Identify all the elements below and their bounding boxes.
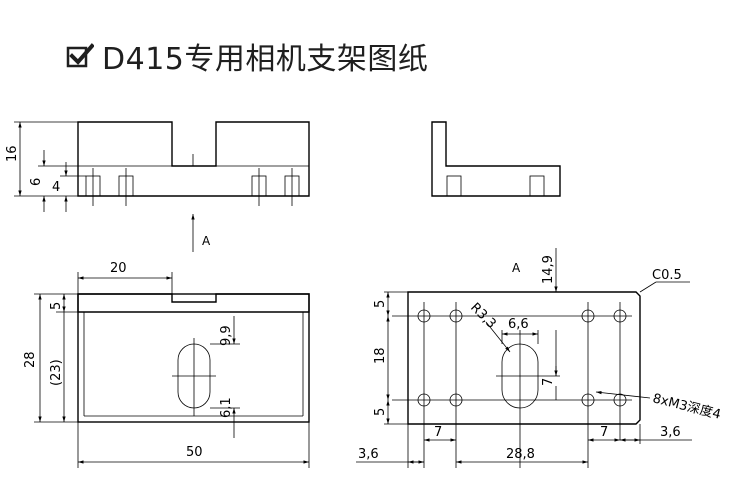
chamfer-label: C0.5: [652, 268, 682, 283]
page-title: D415专用相机支架图纸: [102, 42, 429, 77]
top-view: 20 5 28 (23) 9,9 6,1 50: [23, 261, 310, 468]
dim-slot-lower: 6,1: [219, 397, 234, 418]
dim-top-left-5: 5: [49, 302, 64, 310]
dim-top-offset: 14,9: [541, 255, 556, 284]
header: D415专用相机支架图纸: [66, 34, 428, 78]
dim-edge-right: 3,6: [660, 425, 681, 440]
checkbox-icon: [66, 42, 95, 70]
section-arrow: A: [191, 154, 211, 252]
dim-bottom-left-5b: 5: [373, 408, 388, 416]
front-view: 16 6 4: [5, 121, 310, 212]
dim-edge-left: 3,6: [358, 447, 379, 462]
dim-bottom-left-18: 18: [373, 347, 388, 364]
dim-slot-inner: 7: [541, 378, 556, 386]
view-label-a: A: [512, 261, 521, 275]
bottom-view: 5 18 5 A 14,9 C0.5 R3,3 6,6 7 8xM3深度4 7 …: [356, 248, 723, 468]
dim-slot-width: 6,6: [508, 317, 529, 332]
side-view: [431, 121, 561, 197]
dim-bottom-50: 50: [186, 445, 203, 460]
dim-bottom-left-5a: 5: [373, 300, 388, 308]
dim-top-width-20: 20: [110, 261, 127, 276]
section-label-a: A: [202, 234, 211, 248]
dim-top-left-23: (23): [49, 359, 64, 386]
dim-inner-right-7: 7: [600, 425, 608, 440]
dim-inner-left-7: 7: [434, 425, 442, 440]
dim-top-left-28: 28: [23, 351, 38, 368]
dim-front-height-6: 6: [29, 178, 44, 186]
dim-center-span: 28,8: [506, 447, 535, 462]
thread-note: 8xM3深度4: [651, 390, 723, 422]
dim-front-height-16: 16: [5, 145, 20, 162]
dim-slot-upper: 9,9: [219, 325, 234, 346]
dim-front-height-4: 4: [52, 180, 60, 195]
